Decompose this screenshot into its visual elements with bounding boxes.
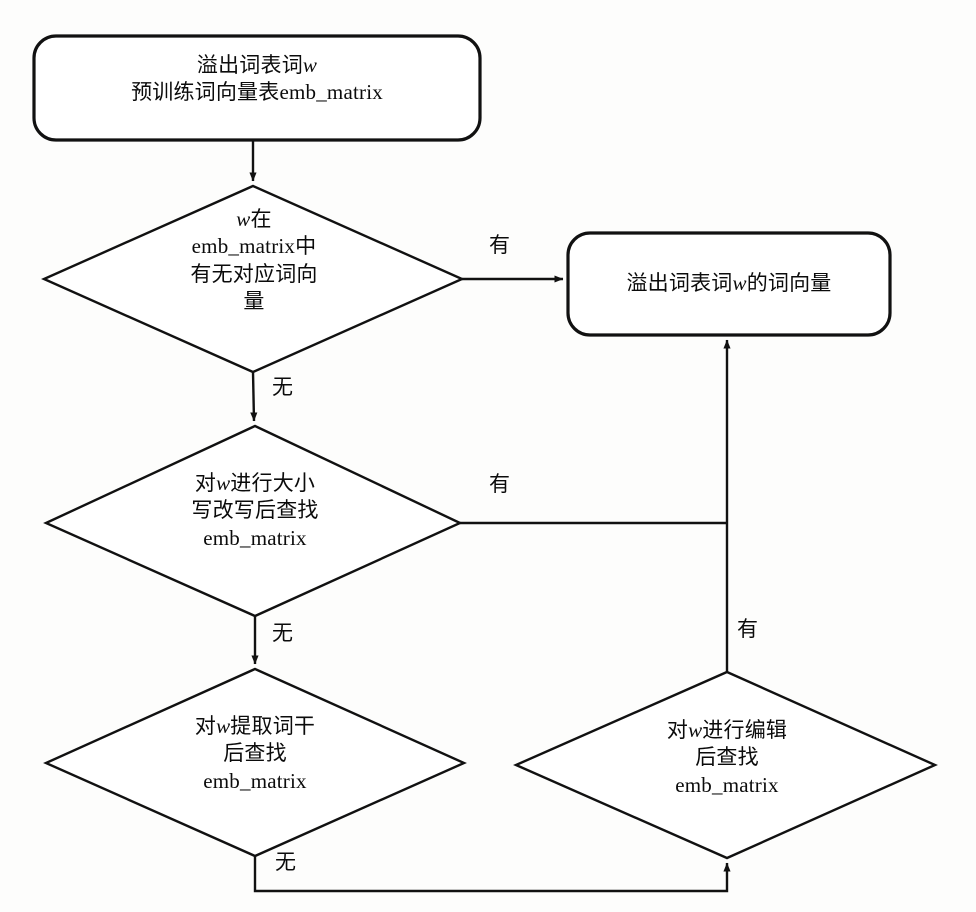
variable-w: w	[216, 471, 231, 495]
edge-decision-1-no-to-decision-2	[250, 371, 258, 422]
edge-label-decision-4-yes: 有	[737, 617, 758, 641]
variable-w: w	[302, 53, 318, 77]
variable-w: w	[236, 207, 251, 231]
node-output-shape	[566, 231, 892, 337]
edge-decision-3-no-to-decision-4	[253, 856, 731, 893]
variable-w: w	[216, 714, 231, 738]
node-start-label: 溢出词表词w 预训练词向量表emb_matrix	[131, 53, 383, 105]
node-decision-3-label: 对w提取词干 后查找 emb_matrix	[194, 714, 316, 793]
edge-label-decision-1-no: 无	[272, 375, 293, 399]
node-decision-4-label: 对w进行编辑 后查找 emb_matrix	[666, 718, 788, 797]
variable-w: w	[732, 271, 747, 295]
edge-label-decision-1-yes: 有	[489, 233, 510, 257]
variable-w: w	[688, 718, 703, 742]
edge-label-decision-2-no: 无	[272, 621, 293, 645]
edge-label-decision-2-yes: 有	[489, 472, 510, 496]
node-decision-4-shape	[513, 670, 938, 860]
node-decision-2-label: 对w进行大小 写改写后查找 emb_matrix	[191, 471, 319, 550]
node-decision-1-label: w在 emb_matrix中 有无对应词向 量	[190, 207, 318, 313]
node-start-shape	[32, 34, 482, 142]
node-output-label: 溢出词表词w的词向量	[626, 271, 832, 295]
edge-label-decision-3-no: 无	[275, 850, 296, 874]
